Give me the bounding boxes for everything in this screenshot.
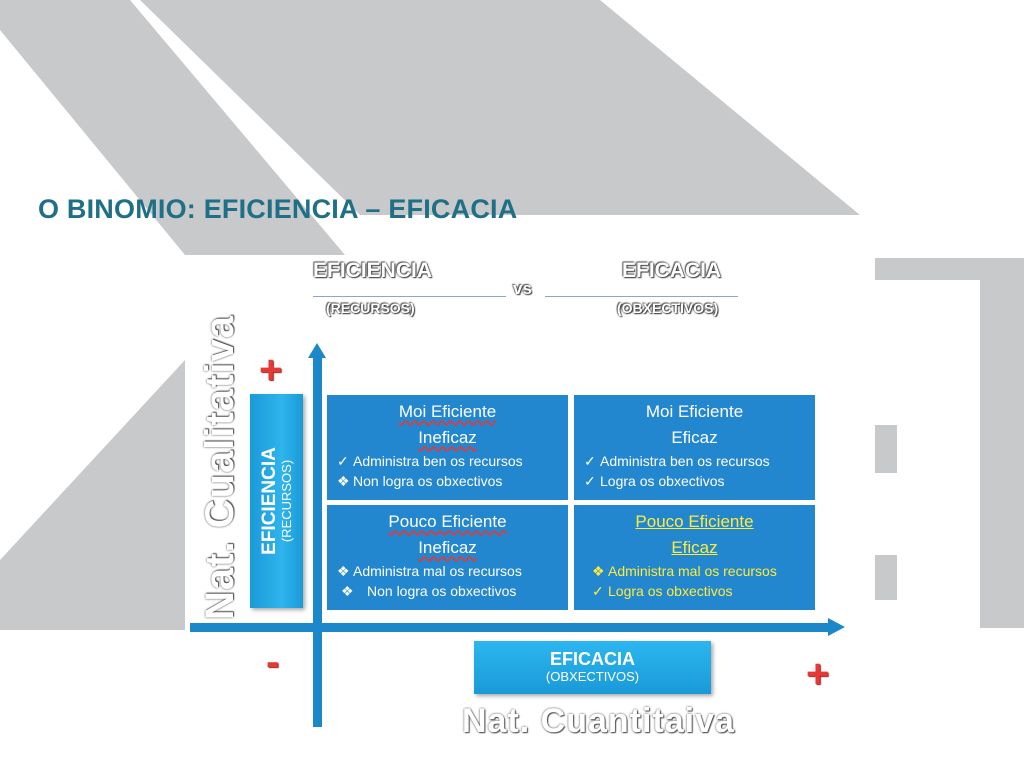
list-item: ✓Logra os obxectivos	[584, 473, 725, 489]
background-shape-top-band	[140, 0, 860, 215]
header-rule-right	[545, 296, 738, 297]
vertical-box-main: EFICIENCIA	[258, 447, 280, 555]
background-shape-right-notch-1	[875, 425, 897, 473]
list-item: ❖Administra mal os recursos	[337, 563, 522, 579]
quadrant-line1: Moi Eficiente	[398, 402, 497, 421]
quadrant-line1: Pouco Eficiente	[635, 512, 754, 531]
quadrant-top-left: Moi Eficiente Ineficaz ✓Administra ben o…	[327, 395, 568, 500]
check-icon: ✓	[584, 453, 596, 469]
vertical-axis-box: EFICIENCIA (RECURSOS)	[250, 394, 303, 608]
horizontal-axis-title: Nat. Cuantitaiva	[462, 702, 735, 740]
horizontal-axis-arrow	[828, 618, 845, 636]
list-item: ✓Administra ben os recursos	[337, 453, 523, 469]
background-shape-right-notch-2	[875, 555, 897, 600]
quadrant-line2: Ineficaz	[418, 428, 477, 447]
slide-title: O BINOMIO: EFICIENCIA – EFICACIA	[38, 194, 518, 224]
background-shape-right-bar	[980, 258, 1024, 628]
vertical-box-sub: (RECURSOS)	[278, 459, 294, 543]
list-item: ✓Logra os obxectivos	[592, 583, 733, 599]
vertical-axis-title: Nat. Cualitativa	[198, 315, 242, 620]
diamond-bullet-icon: ❖	[341, 583, 354, 599]
quadrant-line1: Pouco Eficiente	[388, 512, 507, 531]
diamond-bullet-icon: ❖	[337, 473, 350, 489]
plus-sign-right: +	[806, 652, 830, 696]
quadrant-bottom-right: Pouco Eficiente Eficaz ❖Administra mal o…	[574, 505, 815, 610]
quadrant-bottom-left: Pouco Eficiente Ineficaz ❖Administra mal…	[327, 505, 568, 610]
quadrant-top-right: Moi Eficiente Eficaz ✓Administra ben os …	[574, 395, 815, 500]
header-vs: vs	[513, 279, 532, 298]
check-icon: ✓	[592, 583, 604, 599]
background-shape-bottom-left	[0, 360, 185, 630]
header-right-sub: (OBXECTIVOS)	[617, 300, 719, 316]
check-icon: ✓	[584, 473, 596, 489]
minus-sign: -	[266, 640, 280, 684]
header-left-sub: (RECURSOS)	[326, 300, 415, 316]
list-item: ❖Administra mal os recursos	[592, 563, 777, 579]
horizontal-axis-box: EFICACIA (OBXECTIVOS)	[474, 641, 711, 694]
plus-sign-top: +	[259, 348, 283, 392]
horizontal-axis	[190, 623, 830, 632]
diamond-bullet-icon: ❖	[592, 563, 605, 579]
list-item: ❖Non logra os obxectivos	[337, 473, 503, 489]
quadrant-line2: Ineficaz	[418, 538, 477, 557]
vertical-axis	[313, 355, 322, 727]
horizontal-box-sub: (OBXECTIVOS)	[545, 669, 640, 685]
diamond-bullet-icon: ❖	[337, 563, 350, 579]
check-icon: ✓	[337, 453, 349, 469]
header-left-main: EFICIENCIA	[313, 259, 433, 282]
header-rule-left	[313, 296, 506, 297]
list-item: ✓Administra ben os recursos	[584, 453, 770, 469]
quadrant-line1: Moi Eficiente	[645, 402, 744, 421]
header-right-main: EFICACIA	[622, 259, 722, 282]
background-shape-left-slant	[0, 0, 345, 255]
quadrant-line2: Eficaz	[671, 428, 718, 447]
vertical-axis-arrow	[308, 343, 326, 358]
horizontal-box-main: EFICACIA	[550, 649, 635, 670]
list-item: ❖Non logra os obxectivos	[341, 583, 517, 599]
quadrant-line2: Eficaz	[671, 538, 718, 557]
